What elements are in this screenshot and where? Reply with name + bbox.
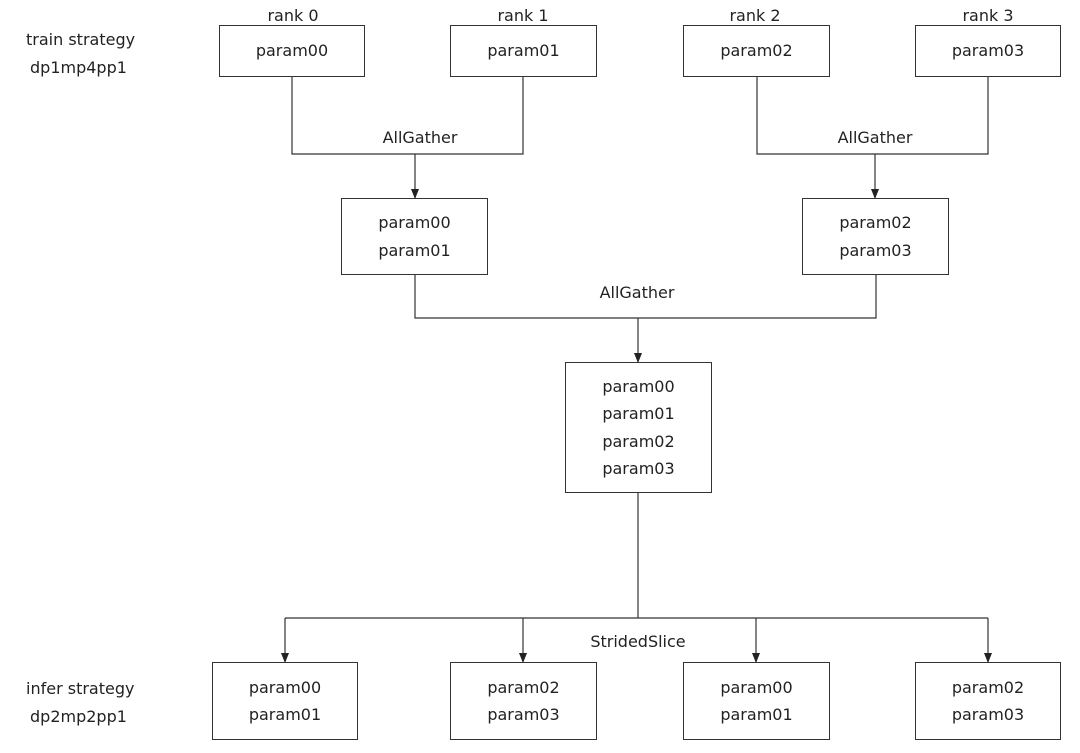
rank-label-1: rank 1: [497, 6, 549, 25]
rank-label-3: rank 3: [962, 6, 1014, 25]
param-label: param01: [378, 240, 451, 260]
param-label: param02: [602, 431, 675, 451]
param-label: param02: [839, 213, 912, 232]
rank-box-1: param01: [450, 25, 597, 77]
connector-gather-pair: [414, 275, 877, 319]
param-label: param01: [248, 705, 322, 724]
infer-strategy-label: infer strategy: [26, 679, 135, 698]
connector-rank0-rank1: [291, 77, 524, 155]
param-label: param01: [720, 705, 793, 724]
strided-slice-label: StridedSlice: [590, 632, 686, 651]
infer-box-1: param02 param03: [450, 662, 597, 740]
train-strategy-label: train strategy: [26, 30, 136, 49]
param-label: param00: [248, 677, 322, 697]
param-label: param03: [487, 705, 560, 724]
param-label: param03: [951, 705, 1025, 724]
param-label: param03: [602, 459, 675, 478]
gather-box-final: param00 param01 param02 param03: [565, 362, 712, 493]
param-label: param02: [487, 677, 560, 697]
param-label: param00: [720, 677, 793, 697]
param-label: param00: [255, 41, 329, 61]
param-label: param03: [951, 41, 1025, 61]
gather-box-right: param02 param03: [802, 198, 949, 275]
param-label: param01: [487, 41, 560, 61]
infer-box-2: param00 param01: [683, 662, 830, 740]
infer-box-0: param00 param01: [212, 662, 358, 740]
infer-strategy-value: dp2mp2pp1: [30, 707, 127, 726]
gather-box-left: param00 param01: [341, 198, 488, 275]
allgather-right-label: AllGather: [837, 128, 913, 147]
param-label: param01: [602, 404, 675, 423]
train-strategy-value: dp1mp4pp1: [30, 58, 127, 77]
rank-label-0: rank 0: [267, 6, 319, 25]
allgather-left-label: AllGather: [382, 128, 458, 147]
rank-box-3: param03: [915, 25, 1061, 77]
infer-box-3: param02 param03: [915, 662, 1061, 740]
param-label: param00: [378, 213, 451, 232]
rank-box-2: param02: [683, 25, 830, 77]
param-label: param03: [839, 240, 912, 260]
connector-rank2-rank3: [756, 77, 989, 155]
param-label: param02: [720, 41, 793, 61]
rank-box-0: param00: [219, 25, 365, 77]
param-label: param02: [951, 677, 1025, 697]
param-label: param00: [602, 376, 675, 396]
allgather-final-label: AllGather: [599, 283, 675, 302]
rank-label-2: rank 2: [729, 6, 781, 25]
